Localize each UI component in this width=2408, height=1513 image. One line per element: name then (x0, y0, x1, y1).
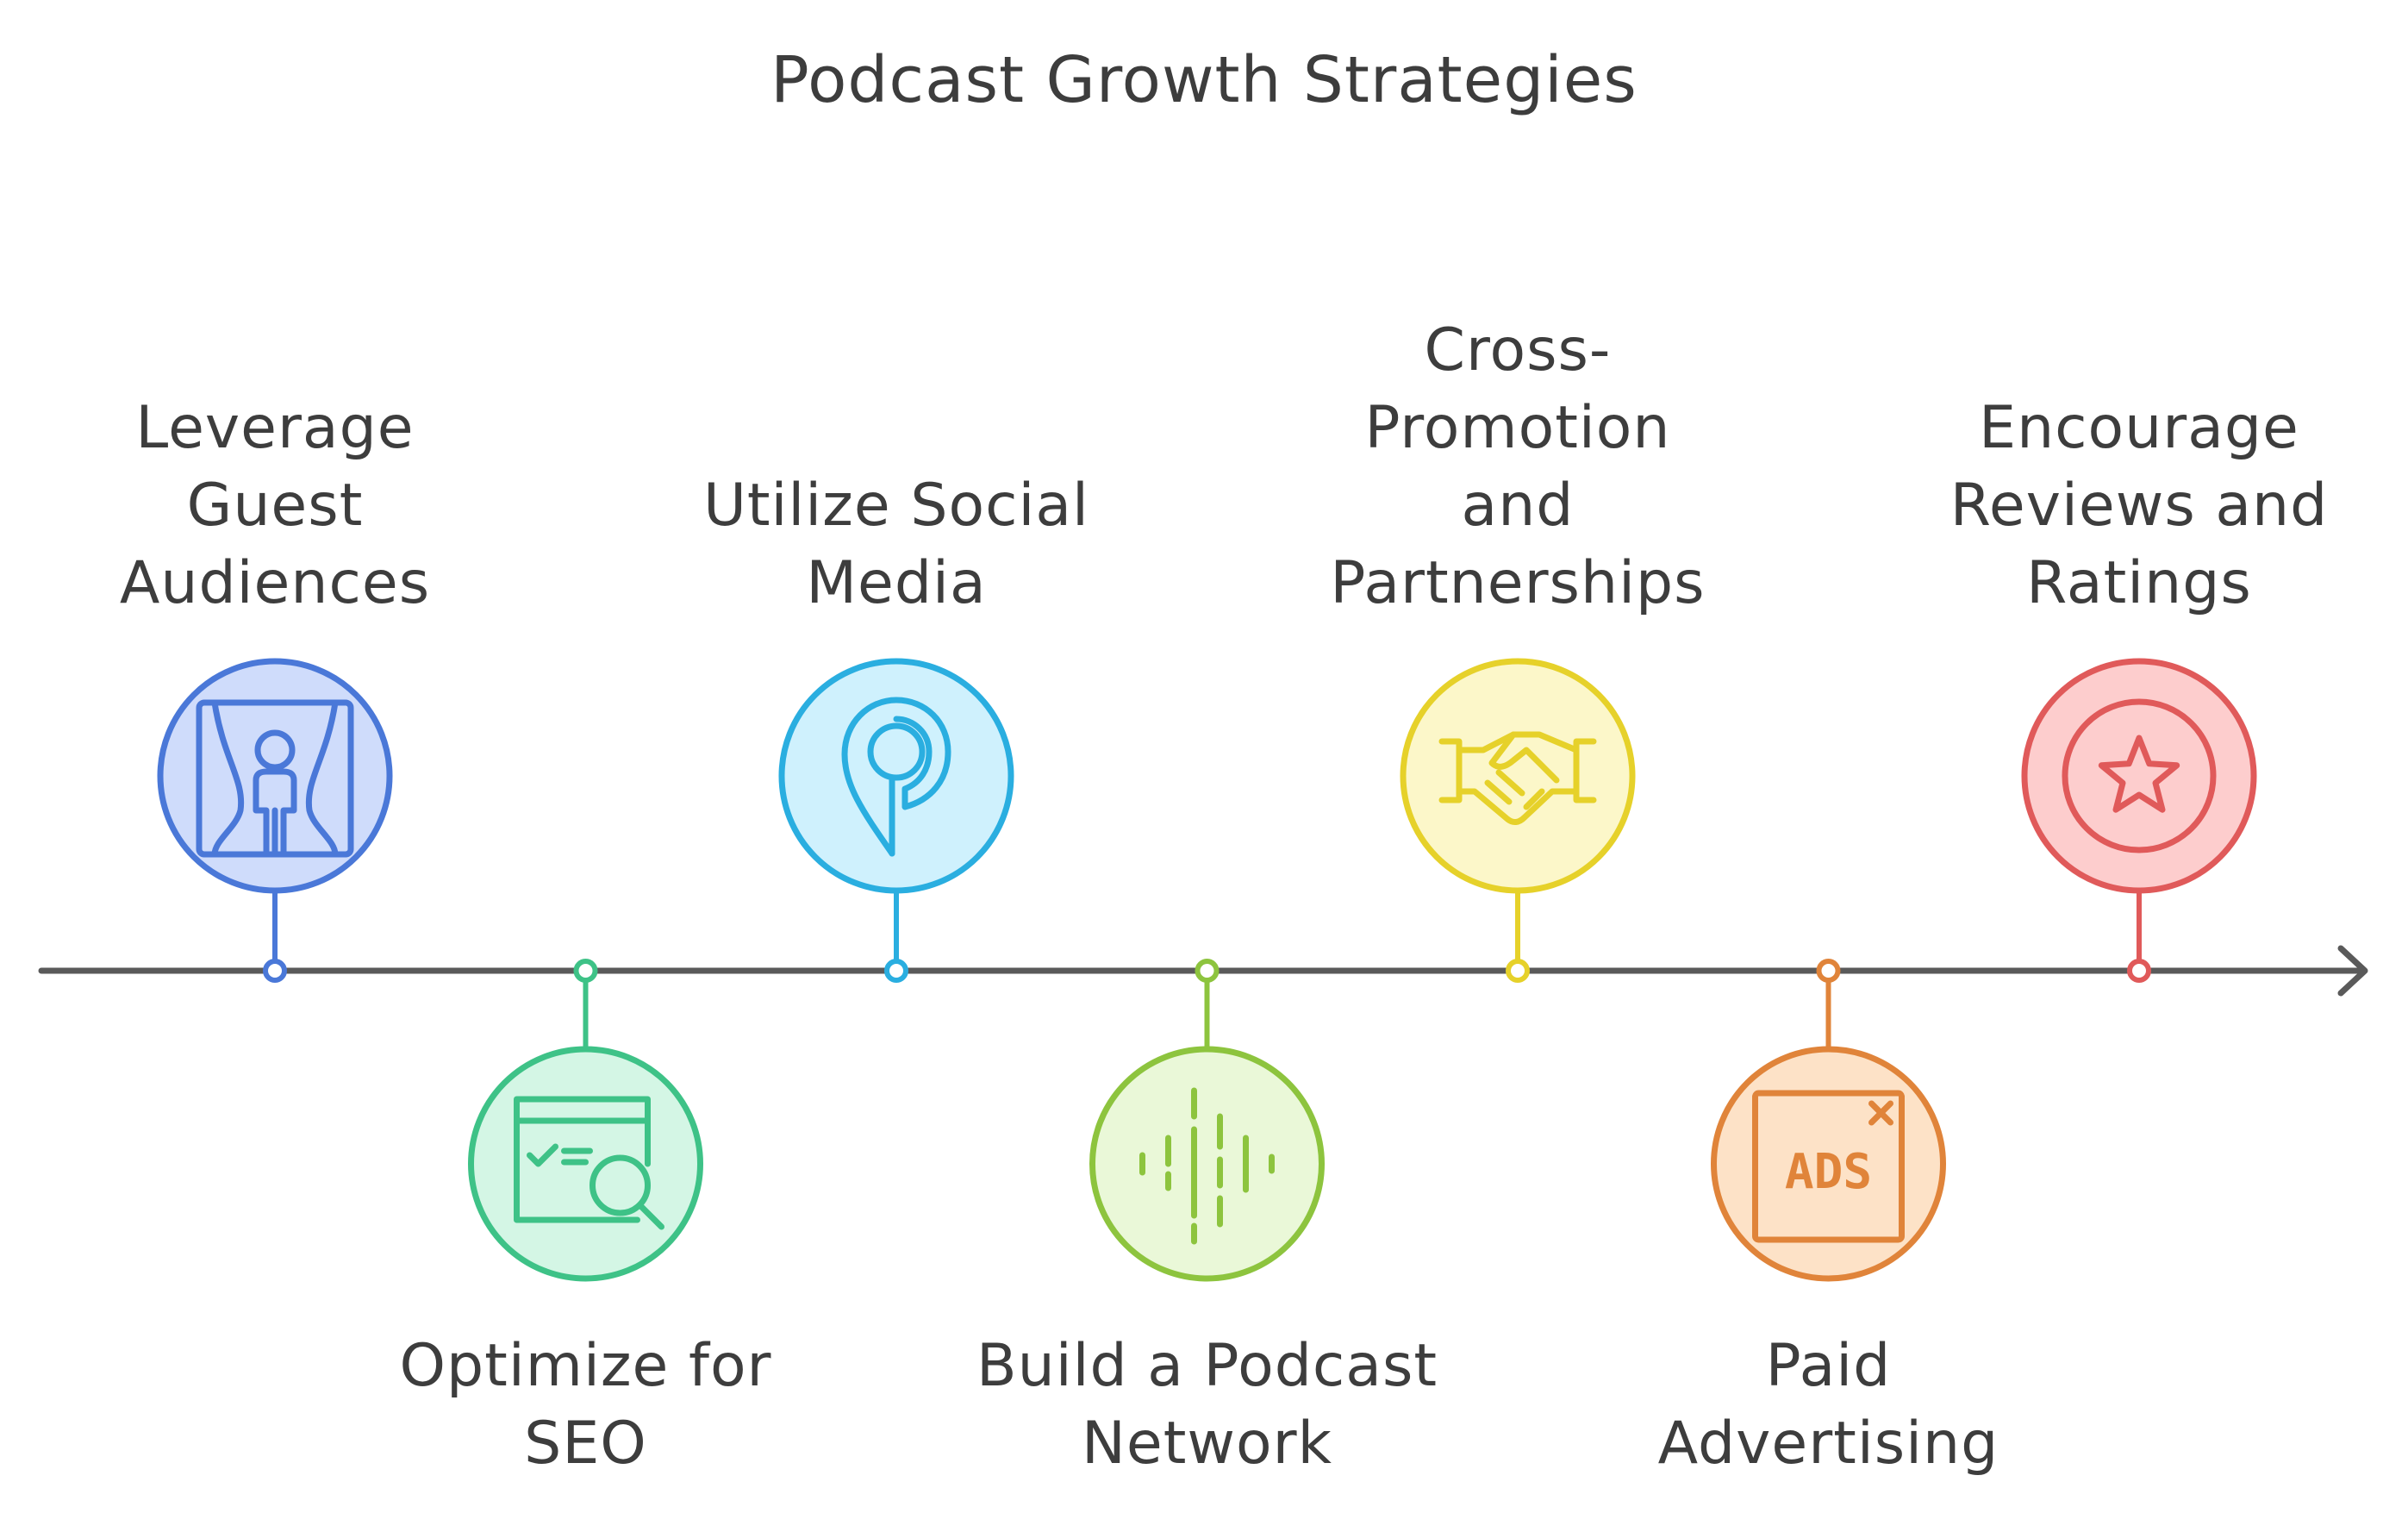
milestone-label-line: Ratings (2026, 549, 2252, 617)
timeline-marker (573, 959, 598, 983)
timeline-marker (2127, 959, 2151, 983)
milestone-label-line: SEO (524, 1410, 647, 1478)
timeline-marker (1195, 959, 1220, 983)
timeline-marker (1816, 959, 1841, 983)
milestone-label-line: Optimize for (399, 1332, 772, 1400)
milestone-circle (1089, 1046, 1325, 1282)
handshake-icon (1438, 731, 1597, 825)
audio-waveform-icon (1139, 1087, 1275, 1245)
milestone-5 (1400, 658, 1636, 983)
ads-window-icon: ADS (1752, 1090, 1905, 1243)
milestone-label-line: Paid (1765, 1332, 1892, 1400)
theater-curtain-person-icon (196, 699, 354, 858)
timeline-marker (1506, 959, 1530, 983)
milestone-6: ADS (1711, 959, 1946, 1282)
milestone-label-line: Encourage (1979, 394, 2299, 462)
milestone-4 (1089, 959, 1325, 1282)
ads-icon-text: ADS (1785, 1144, 1872, 1200)
milestone-7 (2021, 658, 2257, 983)
milestone-label-line: Reviews and (1949, 472, 2329, 540)
milestone-label-line: Advertising (1657, 1410, 1999, 1478)
milestone-label-line: Cross- (1424, 316, 1612, 385)
milestone-1 (157, 658, 393, 983)
timeline-marker (884, 959, 908, 983)
milestone-label-line: Partnerships (1330, 549, 1706, 617)
milestone-label-line: Utilize Social (703, 472, 1089, 540)
diagram-title: Podcast Growth Strategies (770, 43, 1638, 117)
milestone-label-line: Promotion (1364, 394, 1671, 462)
milestone-label-line: Audiences (119, 549, 431, 617)
browser-search-checklist-icon (514, 1096, 664, 1230)
timeline-arrowhead (2337, 945, 2368, 997)
timeline-marker (263, 959, 287, 983)
location-pin-icon (841, 697, 951, 857)
milestone-label-line: Guest (186, 472, 364, 540)
star-badge-icon (2062, 698, 2217, 853)
milestone-label-line: Network (1082, 1410, 1332, 1478)
milestone-label-line: Build a Podcast (976, 1332, 1438, 1400)
milestone-label-line: Media (806, 549, 987, 617)
milestone-3 (778, 658, 1014, 983)
milestone-label-line: and (1461, 472, 1575, 540)
milestone-2 (468, 959, 703, 1282)
milestone-label-line: Leverage (135, 394, 415, 462)
milestone-circle (2021, 658, 2257, 894)
milestone-circle (1400, 658, 1636, 894)
